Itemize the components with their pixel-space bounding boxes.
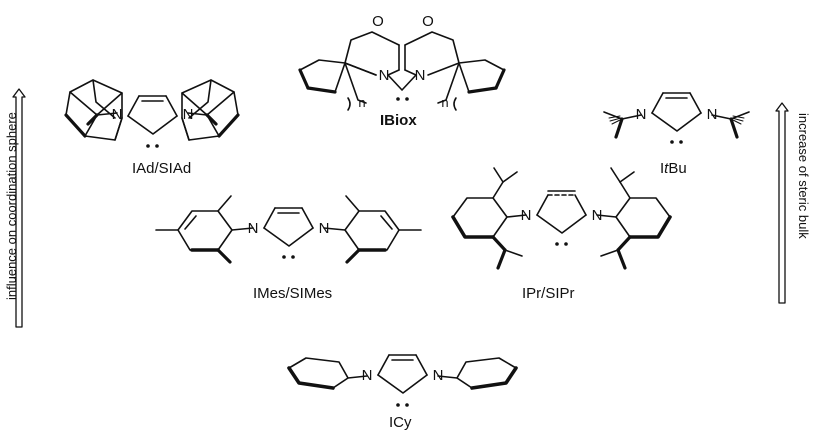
iad-n-left: N (112, 106, 123, 123)
imes-n-right: N (319, 220, 330, 237)
caption-ipr: IPr/SIPr (522, 285, 575, 302)
ibiox-n-right: N (415, 67, 426, 84)
itbu-n-right: N (707, 106, 718, 123)
ibiox-n-index-right: n (441, 95, 448, 110)
ibiox-structure (298, 31, 506, 111)
caption-imes: IMes/SIMes (253, 285, 333, 302)
caption-iad: IAd/SIAd (132, 160, 192, 177)
ibiox-n-left: N (379, 67, 390, 84)
caption-itbu-suffix: Bu (668, 160, 687, 177)
right-trend-arrow (775, 102, 789, 304)
left-trend-arrow (12, 88, 26, 328)
ibiox-n-index-left: n (358, 95, 365, 110)
ipr-n-right: N (592, 207, 603, 224)
ibiox-o-left: O (372, 13, 384, 30)
icy-n-right: N (433, 367, 444, 384)
iad-structure (64, 79, 240, 148)
left-arrow-label: influence on coordination sphere (4, 112, 19, 300)
caption-itbu-prefix: I (660, 160, 665, 177)
carbene-lone-pair (282, 255, 286, 259)
iad-n-right: N (183, 106, 194, 123)
caption-itbu-italic: t (664, 160, 669, 177)
itbu-n-left: N (636, 106, 647, 123)
itbu-structure (603, 92, 750, 144)
icy-structure (287, 354, 518, 407)
caption-ibiox: IBiox (380, 112, 417, 129)
carbene-lone-pair (670, 140, 674, 144)
ipr-structure (451, 167, 672, 270)
imes-n-left: N (248, 220, 259, 237)
right-arrow-label: increase of steric bulk (796, 113, 811, 239)
caption-icy: ICy (389, 414, 412, 431)
caption-itbu: ItBu (660, 160, 687, 177)
carbene-lone-pair (396, 97, 400, 101)
carbene-lone-pair (146, 144, 150, 148)
ipr-n-left: N (521, 207, 532, 224)
carbene-lone-pair (555, 242, 559, 246)
carbene-lone-pair (396, 403, 400, 407)
ibiox-o-right: O (422, 13, 434, 30)
icy-n-left: N (362, 367, 373, 384)
imes-structure (155, 195, 422, 264)
